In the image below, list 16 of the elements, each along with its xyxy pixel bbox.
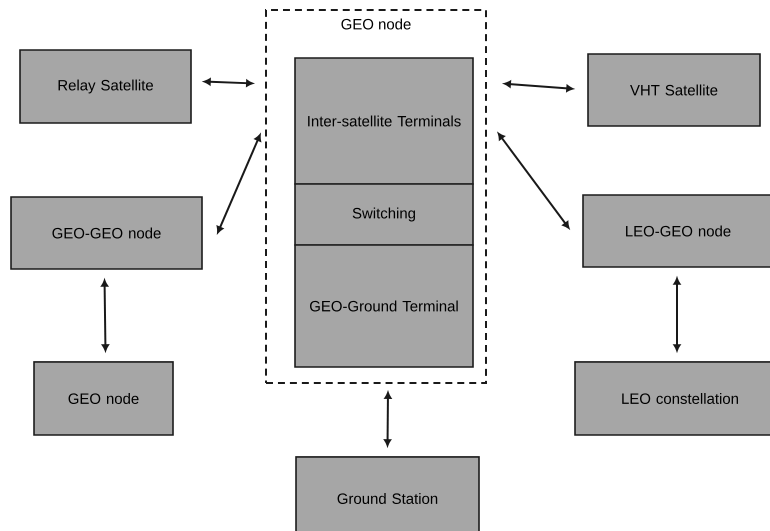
process-box: Ground Station (295, 456, 480, 531)
process-box: GEO-GEO node (10, 196, 203, 270)
process-box: GEO-Ground Terminal (294, 244, 474, 368)
process-box: Relay Satellite (19, 49, 192, 124)
process-box: LEO-GEO node (582, 194, 770, 268)
process-box: LEO constellation (574, 361, 770, 436)
double-arrow (204, 78, 254, 87)
double-arrow (384, 392, 392, 446)
double-arrow (216, 134, 262, 234)
process-box: VHT Satellite (587, 53, 761, 127)
process-box: Switching (294, 183, 474, 246)
double-arrow (504, 80, 574, 92)
double-arrow (498, 132, 570, 229)
process-box: GEO node (33, 361, 174, 436)
double-arrow (673, 278, 681, 352)
double-arrow (101, 280, 109, 352)
